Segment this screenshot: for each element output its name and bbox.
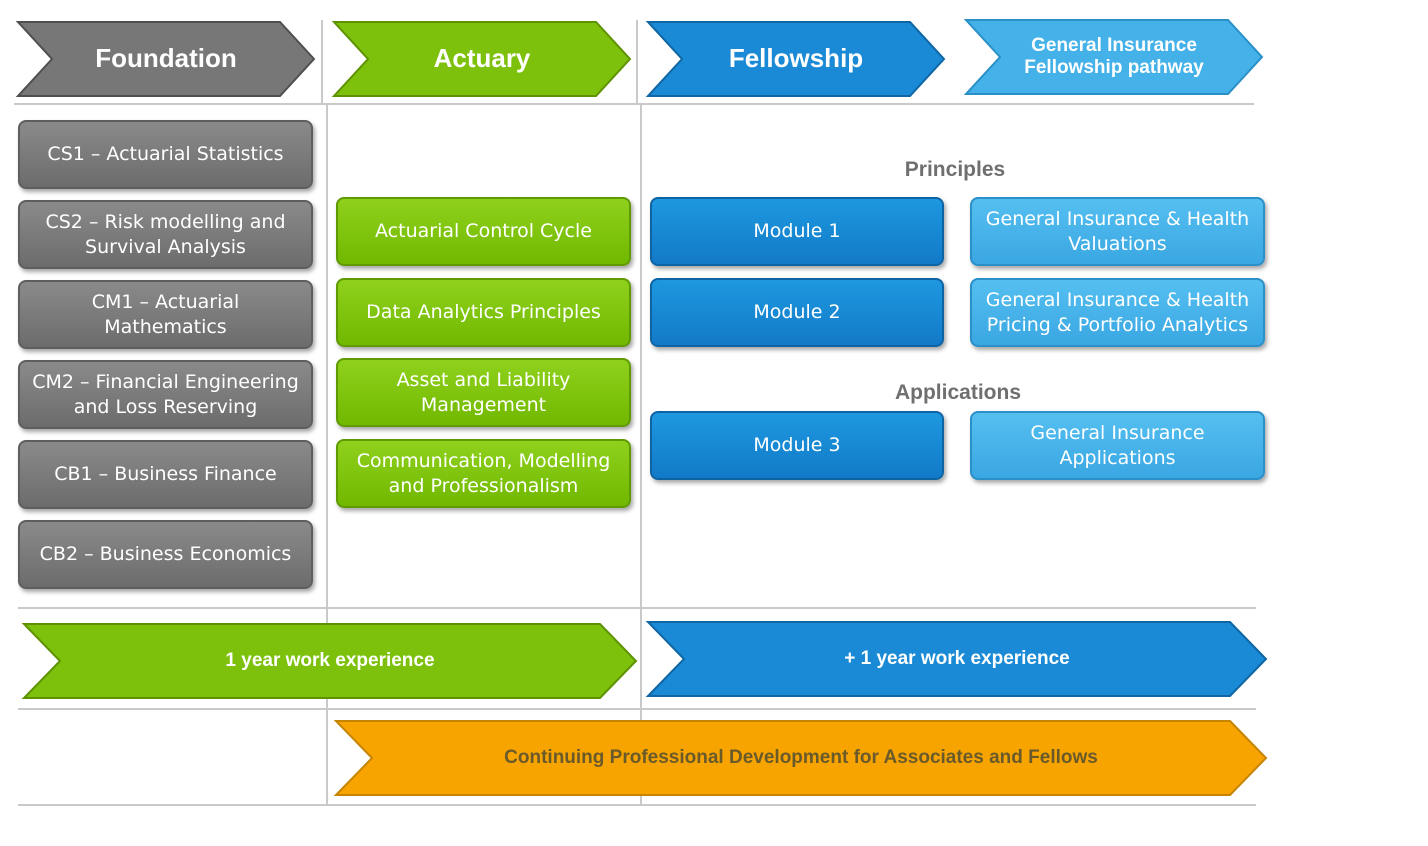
module-cb1: CB1 – Business Finance	[18, 440, 313, 509]
module-control-cycle: Actuarial Control Cycle	[336, 197, 631, 266]
module-communication: Communication, Modelling and Professiona…	[336, 439, 631, 508]
module-gi-valuations: General Insurance & Health Valuations	[970, 197, 1265, 266]
work-experience-banner: 1 year work experience	[21, 623, 638, 699]
module-gi-pricing: General Insurance & Health Pricing & Por…	[970, 278, 1265, 347]
actuary-label: Actuary	[433, 43, 531, 74]
module-gi-applications: General Insurance Applications	[970, 411, 1265, 480]
module-cm2: CM2 – Financial Engineering and Loss Res…	[18, 360, 313, 429]
foundation-banner: Foundation	[15, 21, 316, 97]
module-3: Module 3	[650, 411, 944, 480]
module-cs1: CS1 – Actuarial Statistics	[18, 120, 313, 189]
vertical-divider-1	[321, 20, 323, 104]
principles-heading: Principles	[904, 158, 1006, 181]
plus-work-experience-label: + 1 year work experience	[844, 648, 1070, 670]
gi-pathway-banner: General Insurance Fellowship pathway	[963, 19, 1264, 95]
fellowship-banner: Fellowship	[645, 21, 946, 97]
vertical-divider-3	[326, 104, 328, 806]
module-1: Module 1	[650, 197, 944, 266]
experience-rule	[18, 708, 1256, 710]
cpd-banner: Continuing Professional Development for …	[333, 720, 1268, 796]
body-rule	[18, 607, 1256, 609]
work-experience-label: 1 year work experience	[225, 650, 435, 672]
module-cm1: CM1 – Actuarial Mathematics	[18, 280, 313, 349]
module-cb2: CB2 – Business Economics	[18, 520, 313, 589]
module-2: Module 2	[650, 278, 944, 347]
plus-work-experience-banner: + 1 year work experience	[645, 621, 1268, 697]
module-cs2: CS2 – Risk modelling and Survival Analys…	[18, 200, 313, 269]
vertical-divider-4	[640, 104, 642, 806]
gi-pathway-label: General Insurance Fellowship pathway	[1024, 35, 1204, 78]
module-data-analytics: Data Analytics Principles	[336, 278, 631, 347]
vertical-divider-2	[636, 20, 638, 104]
fellowship-label: Fellowship	[728, 43, 864, 74]
foundation-label: Foundation	[95, 43, 237, 74]
header-rule	[14, 103, 1254, 105]
module-alm: Asset and Liability Management	[336, 358, 631, 427]
actuary-banner: Actuary	[331, 21, 632, 97]
applications-heading: Applications	[894, 381, 1021, 404]
bottom-rule	[18, 804, 1256, 806]
cpd-label: Continuing Professional Development for …	[504, 747, 1098, 769]
